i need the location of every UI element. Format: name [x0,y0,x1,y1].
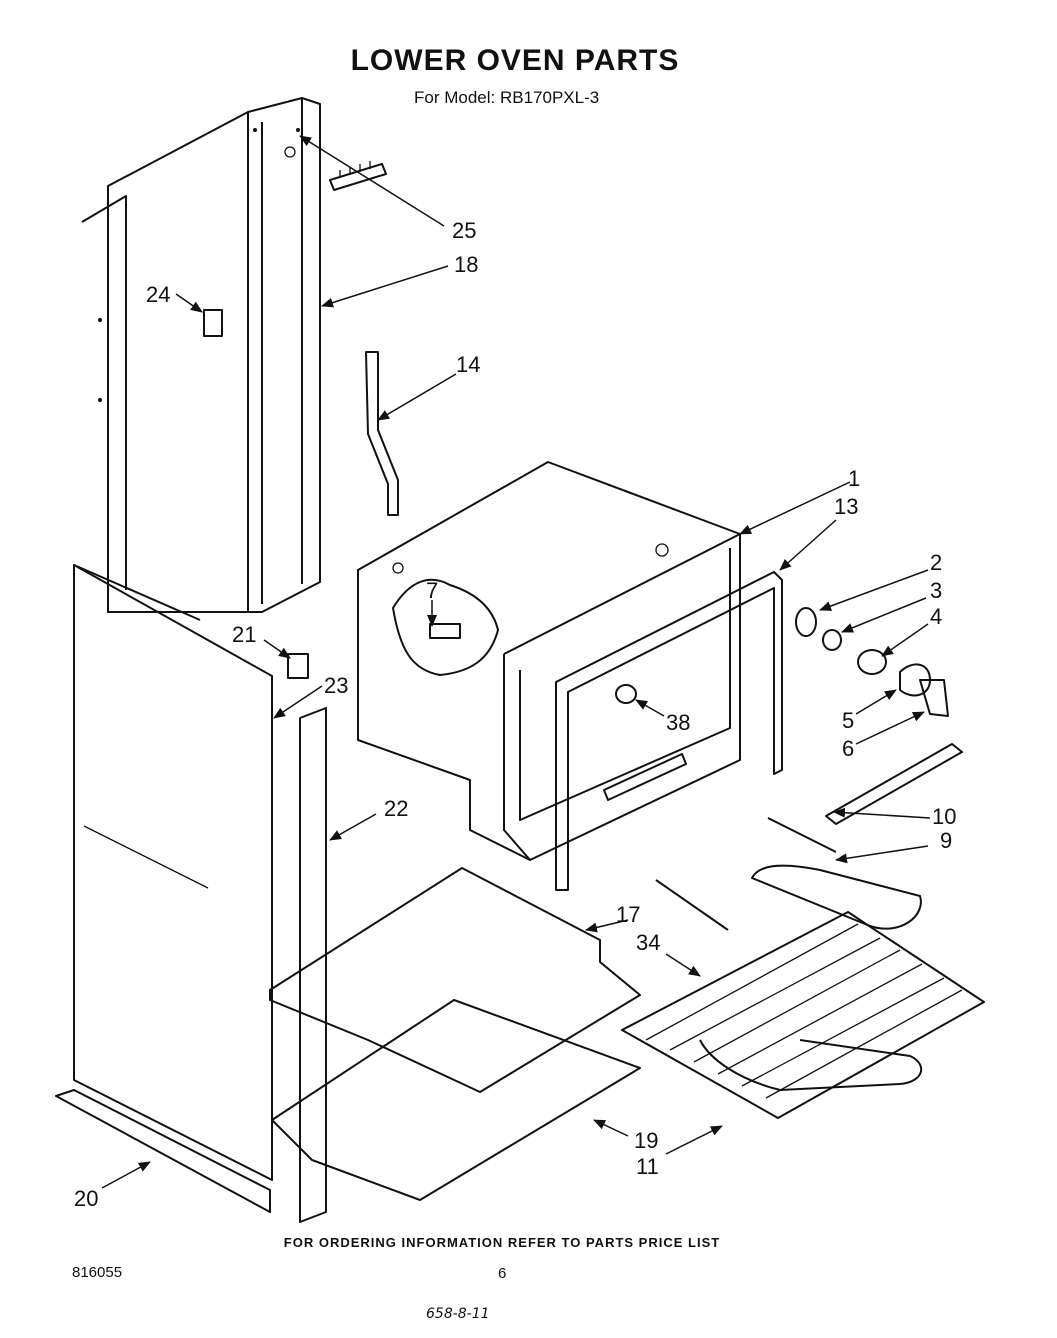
part-20-kick-strip [55,1089,271,1213]
part-34-oven-rack [621,911,985,1119]
document-number: 816055 [72,1264,123,1281]
callout-7: 7 [426,578,438,603]
part-22-trim [299,707,327,1223]
part-1-oven-liner [357,461,741,861]
callout-19: 19 [634,1128,658,1153]
callout-13: 13 [834,494,858,519]
leader-lines [101,135,931,1189]
callout-5: 5 [842,708,854,733]
callout-2: 2 [930,550,942,575]
part-23-side-panel [73,564,273,1181]
callout-25: 25 [452,218,476,243]
callout-20: 20 [74,1186,98,1211]
callout-21: 21 [232,622,256,647]
ordering-note: FOR ORDERING INFORMATION REFER TO PARTS … [283,1235,721,1250]
part-9-broil-element [751,817,922,930]
part-2-5-lamp-assembly [795,607,949,717]
callout-4: 4 [930,604,942,629]
page-number: 6 [498,1265,507,1282]
part-21-bracket [287,653,309,679]
callout-labels: 25 18 24 14 1 13 2 3 4 7 21 23 38 5 6 22… [74,218,956,1211]
part-19-bottom-panel [271,999,641,1201]
part-24-clip [203,309,223,337]
callout-11: 11 [636,1154,659,1179]
callout-34: 34 [636,930,660,955]
part-17-bottom-plate [269,867,641,1093]
part-18-rear-panel [81,97,321,613]
part-13-gasket [555,571,783,891]
part-14-tube [365,351,399,516]
handwritten-note: 658-8-11 [426,1306,490,1322]
part-11-bake-element [655,879,923,1091]
callout-10: 10 [932,804,956,829]
callout-1: 1 [848,466,860,491]
callout-9: 9 [940,828,952,853]
callout-24: 24 [146,282,170,307]
callout-38: 38 [666,710,690,735]
callout-14: 14 [456,352,480,377]
callout-22: 22 [384,796,408,821]
callout-18: 18 [454,252,478,277]
part-25-terminal-block [329,161,387,191]
callout-3: 3 [930,578,942,603]
callout-17: 17 [616,902,640,927]
callout-6: 6 [842,736,854,761]
page-title: LOWER OVEN PARTS [350,44,680,77]
model-subtitle: For Model: RB170PXL-3 [414,88,600,107]
part-10-bracket [825,743,963,825]
part-38-knob [615,684,637,704]
callout-23: 23 [324,673,348,698]
